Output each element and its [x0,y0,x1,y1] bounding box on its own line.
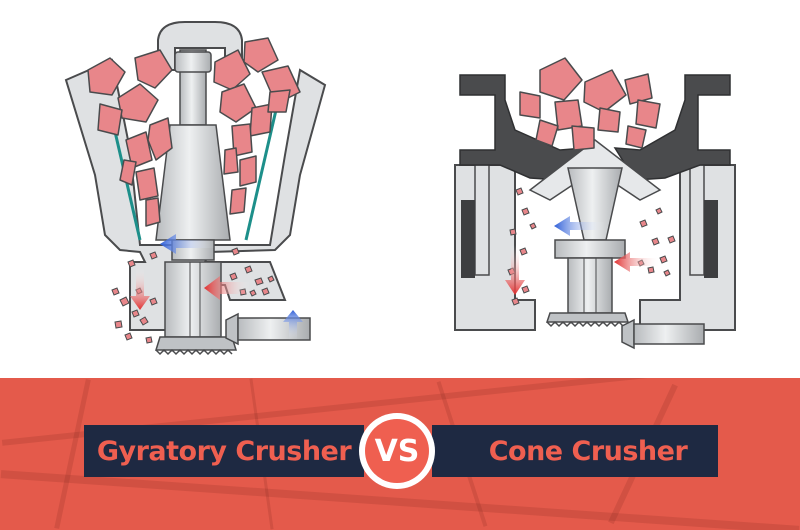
cone-pinion [621,318,635,350]
cone-bowl-left [459,74,587,181]
cone-cylinder-left [461,200,475,278]
cone-countershaft [633,323,705,345]
gyratory-shaft-cap [174,51,212,73]
cone-rocks [519,57,661,151]
gyratory-bevel-gear [154,336,238,351]
cone-crusher-label: Cone Crusher [432,425,718,477]
gyratory-flow-arrows [130,234,303,340]
gyratory-rocks [87,37,301,227]
cone-arrow-red-right [614,252,660,272]
diagram-area [64,21,736,356]
cone-bowl-right [613,74,731,181]
cone-eccentric [554,239,626,259]
cone-crusher-diagram [454,57,736,350]
gyratory-mantle [155,124,231,241]
title-banner: Gyratory Crusher Cone Crusher VS [0,378,800,530]
vs-text: VS [365,419,429,483]
gyratory-arrow-red-right [204,276,250,300]
cone-bevel-gear [545,312,630,323]
gyratory-crusher-diagram [64,21,327,356]
gyratory-arrow-red-left [130,268,150,310]
vs-badge: VS [359,413,435,489]
cone-cylinder-right [704,200,718,278]
cone-arrow-red-left [505,245,525,295]
gyratory-eccentric [164,261,222,338]
gyratory-crusher-label: Gyratory Crusher [84,425,364,477]
gyratory-arrow-blue [160,234,215,254]
cone-arrow-blue [554,216,605,236]
gyratory-arrow-blue-up [283,310,303,340]
gyratory-pinion [225,312,239,346]
gyratory-liner-right [244,109,278,241]
cone-flow-arrows [505,216,660,295]
